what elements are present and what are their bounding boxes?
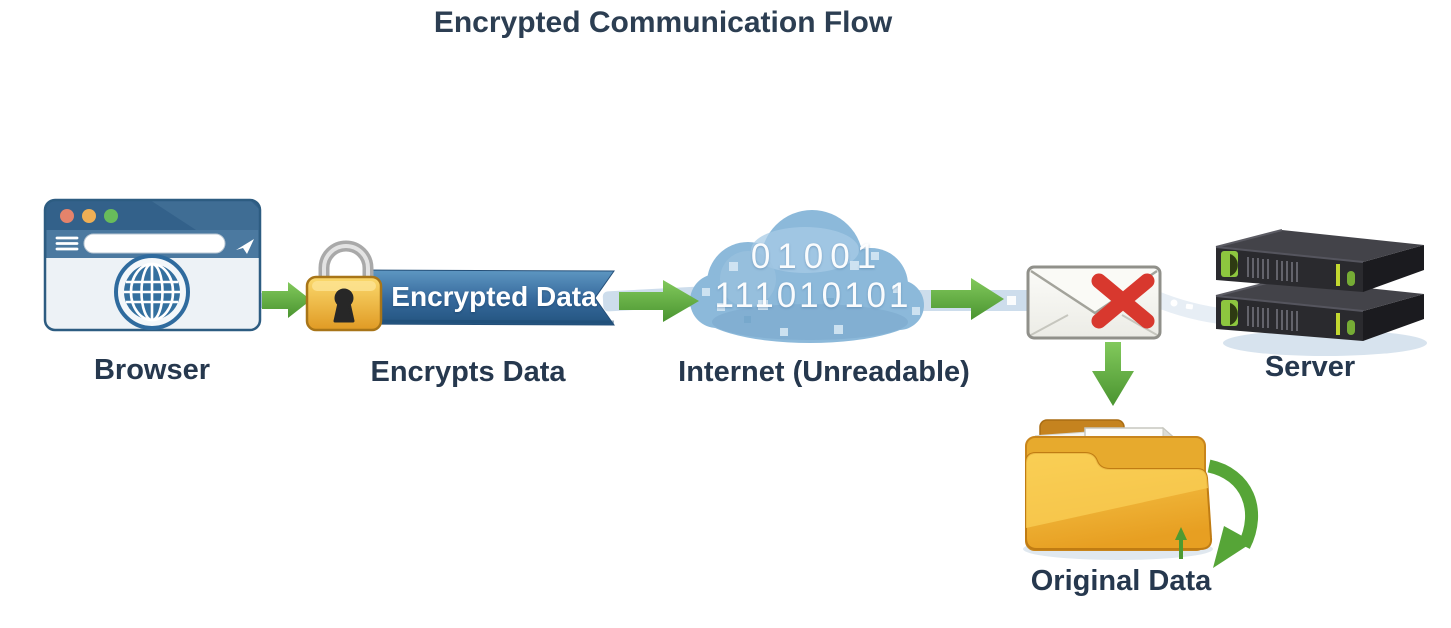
server-unit bbox=[1215, 278, 1424, 341]
curved-arrow-icon bbox=[1207, 459, 1259, 568]
padlock-icon bbox=[305, 240, 383, 332]
cloud-shade-bits bbox=[744, 298, 834, 323]
menu-icon bbox=[55, 236, 79, 251]
led-bar bbox=[1336, 264, 1340, 286]
envelope-blocked-icon bbox=[1026, 265, 1162, 340]
banner-label: Encrypted Data bbox=[391, 281, 597, 312]
server-unit bbox=[1215, 229, 1424, 292]
cloud-icon bbox=[690, 210, 924, 343]
arrow-down-icon bbox=[1092, 342, 1134, 406]
folder-documents-icon bbox=[1023, 419, 1213, 560]
stream-bit bbox=[1185, 303, 1194, 310]
stream-bit bbox=[1170, 299, 1178, 307]
banner-shade bbox=[364, 319, 615, 324]
vent-grille bbox=[1247, 306, 1298, 331]
address-bar bbox=[83, 233, 226, 254]
globe-icon bbox=[114, 254, 190, 330]
arrow-right-icon bbox=[931, 278, 1004, 320]
window-dot-green bbox=[104, 209, 118, 223]
diagram-title: Encrypted Communication Flow bbox=[433, 6, 893, 39]
led-dot bbox=[1347, 320, 1355, 335]
window-dot-yellow bbox=[82, 209, 96, 223]
x-mark-icon bbox=[1091, 273, 1155, 329]
arrow-right-icon bbox=[619, 280, 699, 322]
label-server: Server bbox=[1264, 351, 1356, 383]
arrow-right-icon bbox=[262, 282, 311, 318]
cloud-pixel-bits bbox=[702, 252, 920, 336]
led-dot bbox=[1347, 271, 1355, 286]
label-browser: Browser bbox=[93, 354, 211, 386]
label-original-data: Original Data bbox=[1030, 565, 1212, 597]
browser-window-icon bbox=[43, 198, 262, 332]
window-dot-red bbox=[60, 209, 74, 223]
go-cursor-icon bbox=[236, 239, 254, 254]
vent-grille bbox=[1247, 257, 1298, 282]
led-bar bbox=[1336, 313, 1340, 335]
stream-bit bbox=[1007, 296, 1016, 305]
label-encrypts-data: Encrypts Data bbox=[370, 356, 566, 388]
server-shadow bbox=[1223, 330, 1427, 356]
cloud-binary-line1: 01001 bbox=[750, 237, 884, 276]
server-stack-icon bbox=[1215, 229, 1427, 356]
cloud-binary-line2: 111010101 bbox=[714, 276, 912, 315]
label-internet: Internet (Unreadable) bbox=[678, 356, 970, 388]
